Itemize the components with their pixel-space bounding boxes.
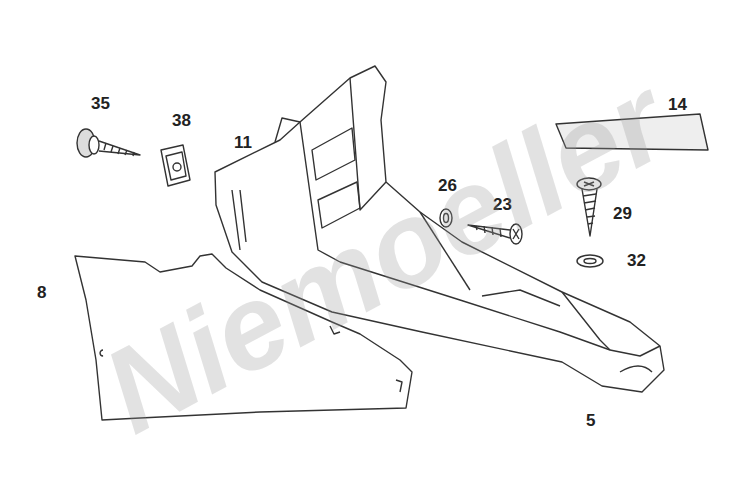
cap-center [584, 259, 596, 264]
callout-number: 38 [172, 112, 191, 129]
screw-with-washer [77, 129, 140, 157]
callout-number: 14 [668, 96, 687, 113]
callout-number: 11 [234, 134, 252, 151]
callout-number: 35 [91, 95, 110, 112]
callout-number: 8 [37, 284, 46, 301]
callout-number: 5 [586, 412, 595, 429]
clip-nut [161, 145, 190, 186]
cap [577, 255, 603, 267]
callout-number: 29 [613, 205, 632, 222]
callout-number: 32 [627, 252, 646, 269]
